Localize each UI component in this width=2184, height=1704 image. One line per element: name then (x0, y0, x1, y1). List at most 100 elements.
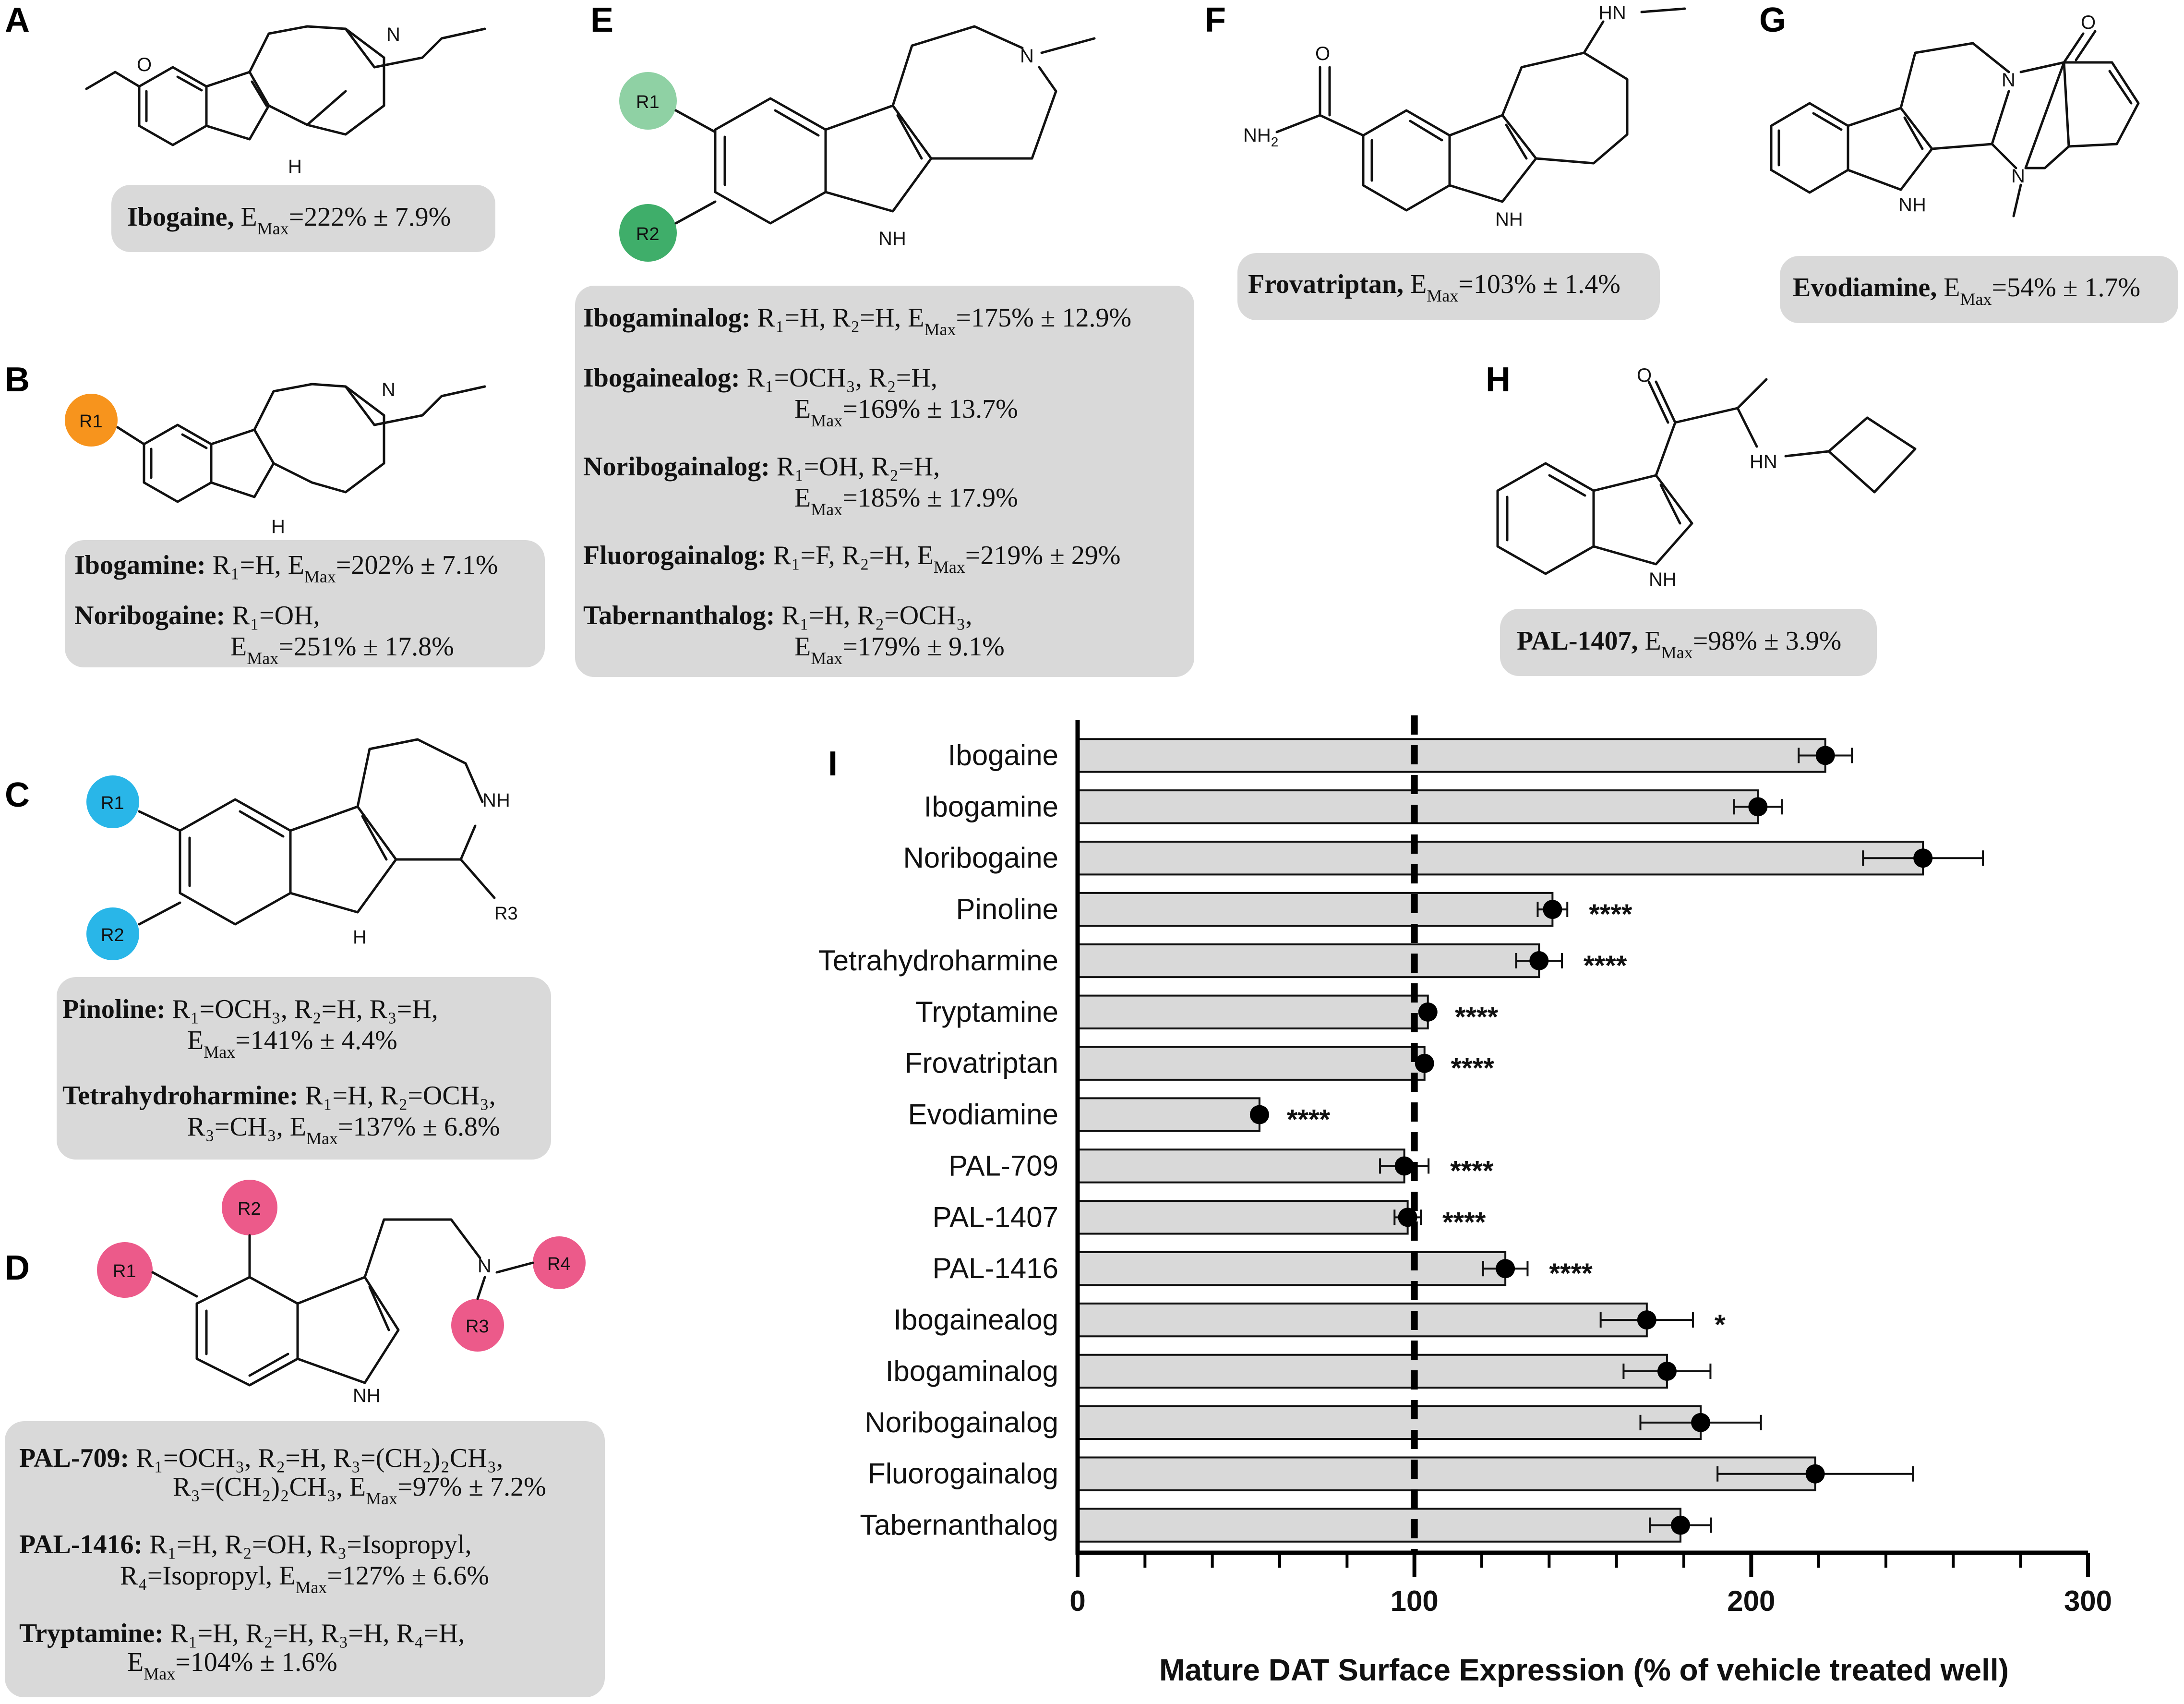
panel-b-letter: B (5, 361, 30, 399)
bar-tetrahydroharmine (1077, 943, 1540, 979)
panel-i-chart: I IbogaineIbogamineNoribogainePinoline**… (818, 715, 2112, 1687)
carbonyl-o-label-h: O (1637, 365, 1652, 386)
panel-h-letter: H (1486, 361, 1511, 399)
significance-marker: **** (1451, 1053, 1495, 1084)
significance-marker: **** (1549, 1258, 1593, 1289)
nh-label-c: NH (482, 790, 510, 811)
panel-c-letter: C (5, 776, 30, 814)
panel-a-letter: A (5, 1, 30, 39)
r2-substituent-c (86, 907, 139, 960)
nitrogen-atom-label: N (386, 24, 400, 45)
category-label: PAL-1407 (933, 1201, 1058, 1233)
category-label: PAL-709 (948, 1149, 1058, 1182)
caption-e-line3: EMax=169% ± 13.7% (794, 394, 1018, 430)
mean-point (1815, 746, 1835, 765)
panel-e: E R1 R2 N NH Ibogaminalog: R₁=H, R₂=H, E… (575, 1, 1194, 677)
caption-box-c (57, 977, 551, 1160)
caption-c-line4: R₃=CH₃, EMax=137% ± 6.8% (187, 1112, 500, 1148)
bar-ibogaine (1077, 738, 1826, 773)
bar-pal-1416 (1077, 1251, 1507, 1286)
caption-b-line3: EMax=251% ± 17.8% (230, 632, 454, 668)
category-label: Tabernanthalog (860, 1509, 1058, 1541)
r1-label-b: R1 (79, 411, 103, 432)
chart-axes: IbogaineIbogamineNoribogainePinoline****… (818, 715, 2112, 1617)
category-label: Tetrahydroharmine (818, 944, 1058, 977)
amide-nh2-label-f: NH2 (1243, 125, 1278, 149)
amide-n-label-g: N (2002, 70, 2016, 91)
bar-ibogaminalog (1077, 1354, 1668, 1389)
significance-marker: **** (1589, 899, 1632, 930)
mean-point (1415, 1053, 1434, 1073)
caption-box-d (5, 1421, 605, 1697)
caption-e-line8: EMax=179% ± 9.1% (794, 632, 1005, 668)
caption-d-line5: Tryptamine: R₁=H, R₂=H, R₃=H, R₄=H, (19, 1619, 465, 1648)
category-label: Tryptamine (915, 996, 1058, 1028)
caption-c-line3: Tetrahydroharmine: R₁=H, R₂=OCH₃, (62, 1081, 496, 1111)
category-label: Noribogaine (903, 842, 1058, 874)
caption-e-line5: EMax=185% ± 17.9% (794, 483, 1018, 519)
evodiamine-structure (1770, 30, 2140, 218)
r1-label-c: R1 (101, 793, 124, 813)
panel-i-letter: I (828, 745, 838, 783)
panel-c: C R1 R2 NH H R3 Pinoline: R₁=OCH₃, R₂=H,… (5, 738, 551, 1160)
x-axis-title: Mature DAT Surface Expression (% of vehi… (1159, 1653, 2009, 1687)
ibogalog-structure (674, 25, 1096, 225)
caption-f: Frovatriptan, EMax=103% ± 1.4% (1248, 269, 1620, 305)
bar-ibogamine (1077, 789, 1759, 824)
methylamine-label-f: HN (1598, 2, 1626, 24)
caption-e-line1: Ibogaminalog: R₁=H, R₂=H, EMax=175% ± 12… (583, 303, 1131, 339)
caption-d-line6: EMax=104% ± 1.6% (127, 1647, 337, 1683)
panel-a: A O N H Ibogaine, EMax=222% ± 7.9% (5, 1, 495, 252)
mean-point (1496, 1259, 1515, 1279)
r2-substituent-d (222, 1180, 277, 1235)
bar-noribogainalog (1077, 1405, 1702, 1440)
bar-frovatriptan (1077, 1046, 1426, 1081)
bar-evodiamine (1077, 1097, 1260, 1132)
indole-nh-label-d: NH (353, 1385, 381, 1406)
bar-pinoline (1077, 892, 1554, 927)
caption-box-h (1500, 609, 1877, 676)
bar-fluorogainalog (1077, 1456, 1816, 1491)
r3-substituent-d (451, 1299, 504, 1352)
r1-substituent-c (86, 775, 139, 828)
oxygen-atom-label: O (137, 54, 152, 75)
mean-point (1805, 1464, 1825, 1484)
r4-substituent-d (533, 1236, 586, 1289)
bar-ibogainealog (1077, 1302, 1648, 1338)
frovatriptan-structure (1275, 7, 1686, 212)
x-tick-label: 300 (2064, 1585, 2112, 1617)
mean-point (1657, 1361, 1677, 1381)
nitrogen-atom-label-b: N (382, 379, 396, 400)
bar-pal-1407 (1077, 1200, 1409, 1235)
bar-pal-709 (1077, 1148, 1405, 1184)
panel-g: G O N N NH Evodiamine, EMax=54% ± 1.7% (1759, 1, 2178, 323)
r4-label-d: R4 (547, 1254, 571, 1274)
panel-d: D R2 R1 R4 R3 N NH PAL-709: R₁=OCH₃, R₂=… (5, 1180, 605, 1697)
category-label: Evodiamine (908, 1099, 1058, 1131)
category-label: Fluorogainalog (868, 1458, 1058, 1490)
carbonyl-o-label-f: O (1315, 43, 1330, 64)
r3-label-d: R3 (466, 1317, 489, 1337)
mean-point (1394, 1156, 1414, 1176)
significance-marker: **** (1455, 1002, 1499, 1033)
chart-bars (1077, 738, 1984, 1543)
category-label: Ibogainealog (893, 1304, 1058, 1336)
category-label: Ibogaine (948, 739, 1058, 771)
caption-d-line4: R₄=Isopropyl, EMax=127% ± 6.6% (120, 1561, 489, 1597)
category-label: Ibogamine (924, 790, 1058, 822)
significance-marker: **** (1584, 950, 1627, 981)
caption-d-line2: R₃=(CH₂)₂CH₃, EMax=97% ± 7.2% (173, 1472, 546, 1508)
caption-box-f (1237, 253, 1660, 320)
r3-label-c: R3 (494, 904, 518, 924)
r1-substituent-d (97, 1242, 153, 1298)
tryptamine-structure (151, 1218, 534, 1387)
r2-label-d: R2 (238, 1199, 261, 1219)
mean-point (1529, 951, 1549, 970)
panel-d-letter: D (5, 1249, 30, 1287)
amine-hn-label-h: HN (1750, 451, 1777, 472)
category-label: Ibogaminalog (886, 1355, 1058, 1387)
caption-h: PAL-1407, EMax=98% ± 3.9% (1517, 626, 1841, 662)
caption-a: Ibogaine, EMax=222% ± 7.9% (127, 202, 451, 238)
amine-n-label-e: N (1020, 46, 1034, 67)
caption-e-line2: Ibogainealog: R₁=OCH₃, R₂=H, (583, 363, 937, 393)
